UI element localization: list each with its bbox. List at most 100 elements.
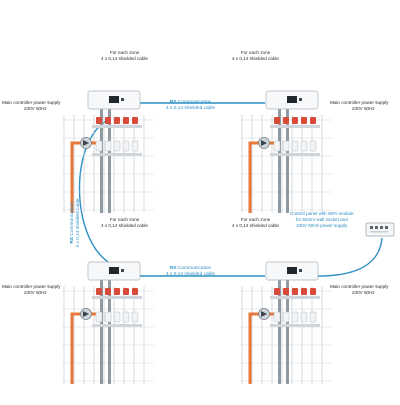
valve-head — [309, 311, 317, 323]
valve-head — [113, 140, 121, 152]
valve-head — [291, 311, 299, 323]
rs-cable: 4 x 0,14 shielded cable — [76, 198, 81, 248]
manifold-bar — [270, 296, 320, 299]
manifold-bar — [92, 296, 142, 299]
actuator — [292, 117, 298, 124]
installation-bottom-right — [240, 261, 332, 384]
power-label-line1: Main controller power supply — [330, 100, 389, 105]
valve-head — [273, 140, 281, 152]
power-label-line1: Main controller power supply — [2, 284, 61, 289]
rs-communication-label-vertical: RS Communication 4 x 0,14 shielded cable — [70, 187, 82, 259]
zone-label-line2: 4 x 0,14 shielded cable — [101, 223, 148, 228]
zone-label-line2: 4 x 0,14 shielded cable — [232, 56, 279, 61]
actuator — [310, 117, 316, 124]
actuator — [283, 288, 289, 295]
rs-links — [78, 102, 383, 277]
wifi-panel-label: Control panel with WiFi module for 60mm … — [290, 211, 354, 229]
installation-top-left — [62, 90, 154, 213]
pipe — [286, 276, 289, 384]
pump-arrow — [261, 140, 267, 146]
manifold-bar — [92, 153, 142, 156]
controller-display — [287, 96, 297, 103]
rs-link-left-vertical — [78, 119, 109, 263]
valve-head — [282, 311, 290, 323]
valve-head — [113, 311, 121, 323]
valve-head — [95, 140, 103, 152]
zone-cable-label-top-left: For each zone 4 x 0,14 shielded cable — [101, 50, 148, 62]
manifold-bar — [270, 125, 320, 128]
actuator — [132, 117, 138, 124]
manifold-bar — [92, 125, 142, 128]
rs-link-wifi — [317, 237, 383, 277]
rs-protocol-bold: RS — [70, 237, 75, 244]
power-supply-label-bottom-right: Main controller power supply 230V 50Hz — [330, 284, 388, 296]
manifold-bar — [92, 324, 142, 327]
zone-cable-label-bottom-left: For each zone 4 x 0,14 shielded cable — [101, 217, 148, 229]
actuator — [132, 288, 138, 295]
actuator — [292, 288, 298, 295]
wifi-control-panel-icon — [365, 222, 395, 237]
zone-label-line1: For each zone — [240, 217, 271, 222]
pump-arrow — [261, 311, 267, 317]
actuator — [301, 117, 307, 124]
wifi-label-line2: for 60mm wall socket and — [295, 217, 348, 222]
valve-head — [104, 311, 112, 323]
pipe — [100, 105, 103, 213]
rs-protocol-text: Communication — [176, 100, 212, 105]
valve-head — [291, 140, 299, 152]
zone-label-line1: For each zone — [240, 50, 271, 55]
actuator — [114, 288, 120, 295]
valve-head — [273, 311, 281, 323]
valve-head — [282, 140, 290, 152]
rs-protocol-bold: RS — [169, 266, 177, 271]
power-label-line1: Main controller power supply — [330, 284, 389, 289]
rs-communication-label-top: RS Communication 4 x 0,14 shielded cable — [166, 100, 215, 112]
rs-protocol-text: Communication — [70, 202, 75, 237]
pipe — [108, 276, 111, 384]
pipe — [286, 105, 289, 213]
pipe — [100, 276, 103, 384]
installation-top-right — [240, 90, 332, 213]
zone-label-line1: For each zone — [109, 50, 140, 55]
controller-button — [299, 269, 302, 272]
actuator — [301, 288, 307, 295]
valve-head — [95, 311, 103, 323]
actuator — [96, 117, 102, 124]
power-label-line2: 230V 50Hz — [352, 290, 375, 295]
actuator — [123, 117, 129, 124]
power-label-line2: 230V 50Hz — [24, 106, 47, 111]
actuator — [310, 288, 316, 295]
controller-button — [121, 98, 124, 101]
power-supply-label-top-right: Main controller power supply 230V 50Hz — [330, 100, 388, 112]
installation-bottom-left — [62, 261, 154, 384]
valve-head — [131, 140, 139, 152]
pump-arrow — [83, 311, 89, 317]
controller-display — [109, 96, 119, 103]
actuator — [283, 117, 289, 124]
pipe — [108, 105, 111, 213]
rs-cable: 4 x 0,14 shielded cable — [166, 272, 216, 277]
rs-cable: 4 x 0,14 shielded cable — [166, 106, 216, 111]
valve-head — [300, 140, 308, 152]
controller-button — [299, 98, 302, 101]
controller-display — [109, 267, 119, 274]
wifi-label-line3: 230V 50Hz power supply — [296, 223, 348, 228]
rs-protocol: RS Communication — [166, 266, 215, 272]
controller-button — [121, 269, 124, 272]
rs-protocol: RS Communication — [166, 100, 215, 106]
rs-protocol-text: Communication — [176, 266, 212, 271]
zone-cable-label-top-right: For each zone 4 x 0,14 shielded cable — [232, 50, 279, 62]
actuator — [123, 288, 129, 295]
valve-head — [122, 311, 130, 323]
power-label-line1: Main controller power supply — [2, 100, 61, 105]
manifold-bar — [270, 153, 320, 156]
valve-head — [104, 140, 112, 152]
valve-head — [309, 140, 317, 152]
zone-cable-label-bottom-right: For each zone 4 x 0,14 shielded cable — [232, 217, 279, 229]
actuator — [114, 117, 120, 124]
zone-label-line2: 4 x 0,14 shielded cable — [232, 223, 279, 228]
power-label-line2: 230V 50Hz — [24, 290, 47, 295]
controller-display — [287, 267, 297, 274]
